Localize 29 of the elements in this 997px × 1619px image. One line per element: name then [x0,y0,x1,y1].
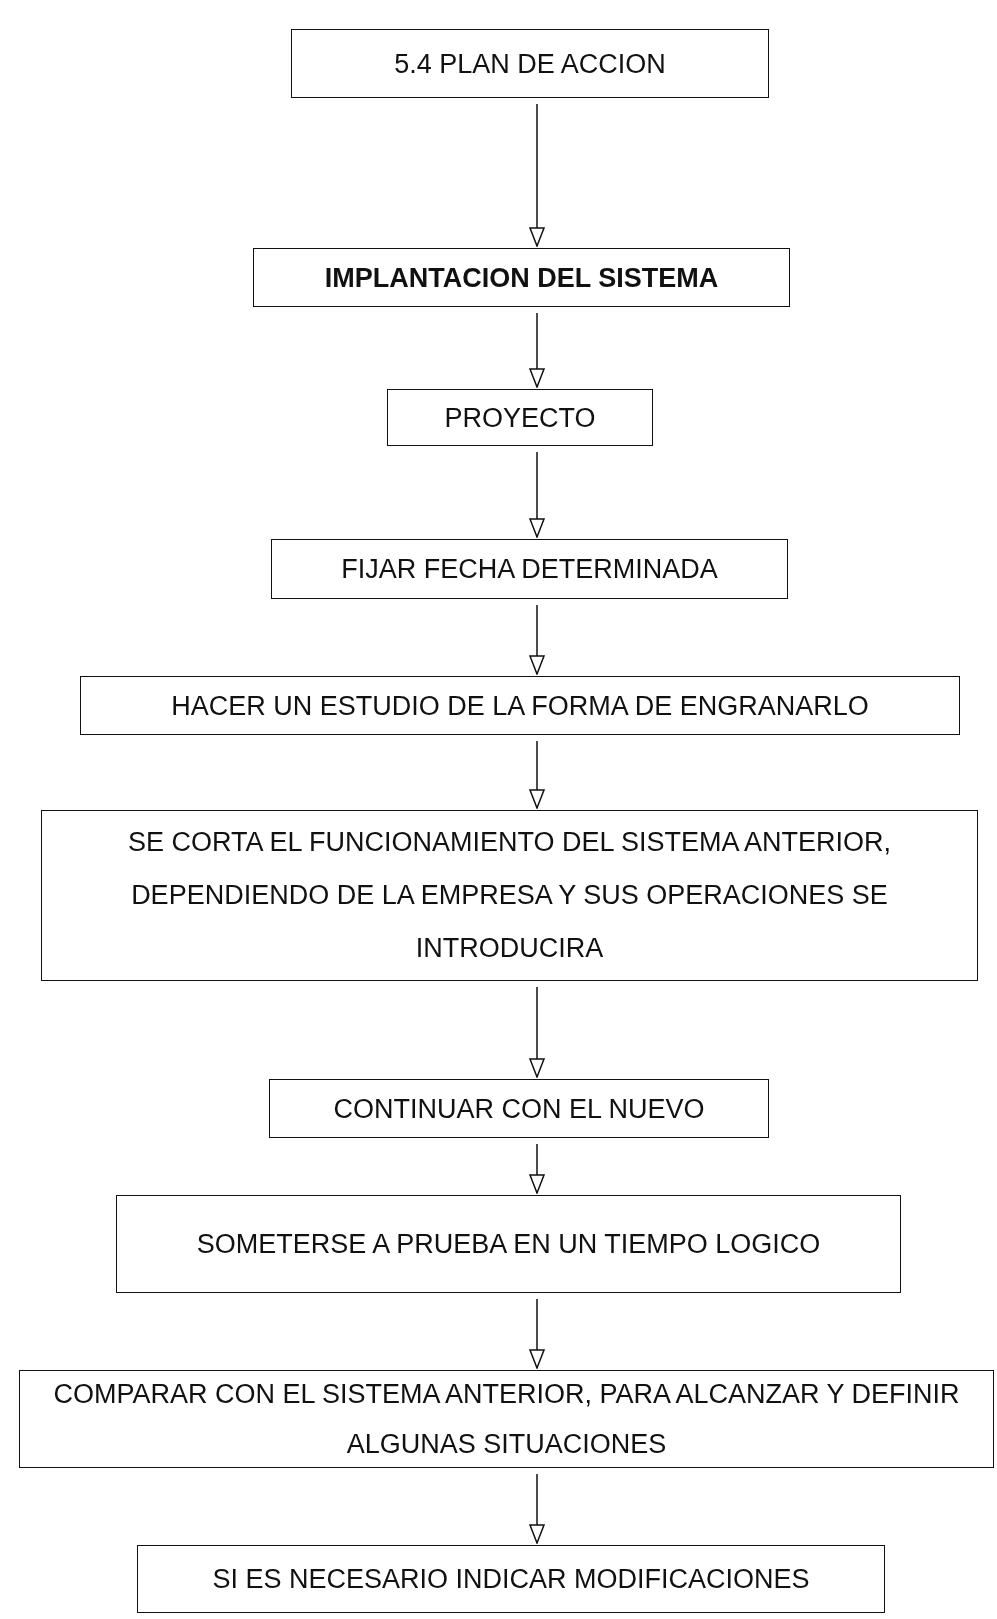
box-label: SE CORTA EL FUNCIONAMIENTO DEL SISTEMA ANTERIOR, DEPENDIENDO DE LA EMPRESA Y SUS OPERACIONES SE INTRODUCIRA [126,826,893,965]
process-box [137,1545,885,1613]
process-box [19,1370,994,1468]
arrow [529,451,545,538]
arrow [529,312,545,388]
arrow [529,103,545,247]
process-box [80,676,960,735]
arrow [529,986,545,1078]
arrow [529,1473,545,1544]
box-label: CONTINUAR CON EL NUEVO [333,1092,705,1126]
arrow [529,604,545,675]
process-box [253,248,790,307]
box-label: FIJAR FECHA DETERMINADA [341,553,718,586]
process-box [41,810,978,981]
arrow [529,1298,545,1369]
process-box [269,1079,769,1138]
box-label: SI ES NECESARIO INDICAR MODIFICACIONES [212,1563,810,1596]
arrow [529,1143,545,1194]
process-box [116,1195,901,1293]
box-label: IMPLANTACION DEL SISTEMA [324,261,719,295]
arrow [529,740,545,809]
process-box [387,389,653,446]
process-box [291,29,769,98]
box-label: 5.4 PLAN DE ACCION [394,47,666,81]
box-label: SOMETERSE A PRUEBA EN UN TIEMPO LOGICO [196,1228,821,1261]
box-label: PROYECTO [444,401,596,435]
box-label: COMPARAR CON EL SISTEMA ANTERIOR, PARA ALCANZAR Y DEFINIR ALGUNAS SITUACIONES [52,1378,961,1461]
box-label: HACER UN ESTUDIO DE LA FORMA DE ENGRANARLO [171,689,869,723]
process-box [271,539,788,599]
